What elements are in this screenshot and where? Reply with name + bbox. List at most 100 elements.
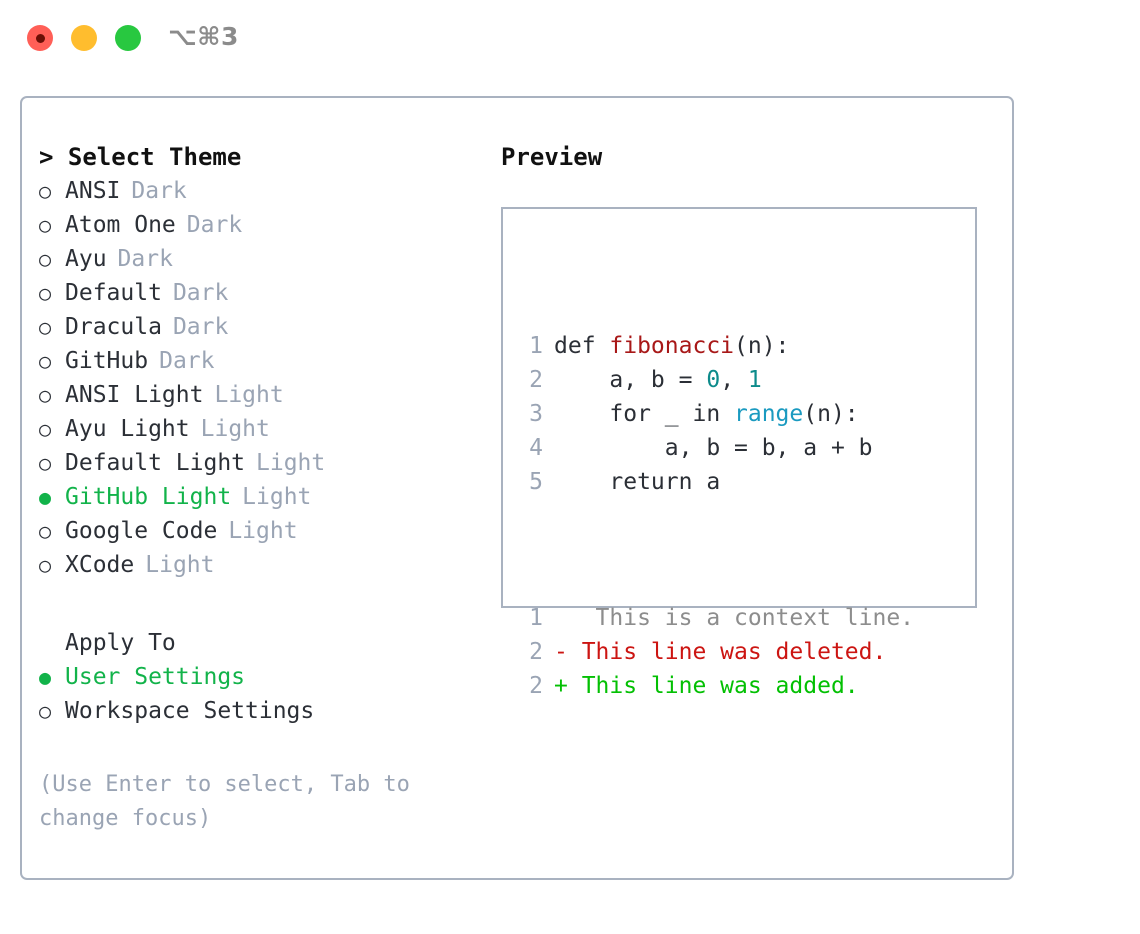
radio-unselected-icon: ○	[39, 247, 52, 271]
token-num: 0	[706, 367, 721, 393]
radio-unselected-icon: ○	[39, 451, 52, 475]
radio-unselected-icon: ○	[39, 383, 52, 407]
option-tag: Light	[256, 450, 326, 476]
option-label: XCode	[65, 552, 135, 578]
option-tag: Light	[214, 382, 284, 408]
diff-line-deleted: 2 - This line was deleted.	[517, 635, 914, 669]
apply-to-option-list[interactable]: ● User Settings ○Workspace Settings	[39, 660, 489, 728]
option-label: Ayu	[65, 246, 107, 272]
theme-option-0[interactable]: ○ ANSI Dark	[39, 174, 489, 208]
option-label: Google Code	[65, 518, 218, 544]
theme-option-11[interactable]: ○ XCode Light	[39, 548, 489, 582]
token-plain: def	[554, 333, 610, 359]
token-plain: return a	[554, 469, 721, 495]
diff-lines: 1 This is a context line. 2 - This line wa…	[517, 601, 914, 703]
code-text: a, b = b, a + b	[554, 431, 873, 465]
radio-unselected-icon: ○	[39, 281, 52, 305]
line-number: 2	[529, 673, 543, 699]
title-bar: ⌥⌘3	[0, 0, 1140, 78]
minimize-button[interactable]	[71, 25, 97, 51]
line-number: 1	[529, 605, 543, 631]
token-plain: a, b = b, a + b	[554, 435, 873, 461]
code-text: return a	[554, 465, 720, 499]
theme-option-1[interactable]: ○ Atom One Dark	[39, 208, 489, 242]
option-tag: Light	[145, 552, 215, 578]
radio-unselected-icon: ○	[39, 349, 52, 373]
code-text: for _ in range(n):	[554, 397, 859, 431]
preview-heading: Preview	[501, 143, 603, 171]
diff-text: + This line was added.	[554, 673, 859, 699]
keyboard-shortcut-label: ⌥⌘3	[168, 22, 239, 51]
radio-unselected-icon: ○	[39, 519, 52, 543]
option-label: Atom One	[65, 212, 176, 238]
line-number: 4	[529, 435, 543, 461]
option-tag: Dark	[159, 348, 215, 374]
apply-to-heading: Apply To	[65, 630, 176, 656]
token-num: 1	[747, 367, 762, 393]
option-label: User Settings	[65, 664, 246, 690]
option-tag: Dark	[186, 212, 243, 238]
option-label: Dracula	[65, 314, 162, 340]
line-number: 3	[529, 401, 543, 427]
diff-text: - This line was deleted.	[554, 639, 887, 665]
line-number: 5	[529, 469, 543, 495]
apply-to-option-0[interactable]: ● User Settings	[39, 660, 489, 694]
option-tag: Dark	[172, 314, 229, 340]
code-text: a, b = 0, 1	[554, 363, 762, 397]
option-tag: Dark	[131, 178, 187, 204]
token-plain: ,	[720, 367, 748, 393]
line-number: 1	[529, 333, 543, 359]
diff-line-context: 1 This is a context line.	[517, 601, 914, 635]
keyboard-hint-text: (Use Enter to select, Tab to change focu…	[39, 772, 410, 831]
select-theme-heading: > Select Theme	[39, 143, 242, 171]
code-line: 3 for _ in range(n):	[517, 397, 914, 431]
theme-option-7[interactable]: ○ Ayu Light Light	[39, 412, 489, 446]
radio-selected-icon: ●	[39, 665, 52, 689]
apply-to-option-1[interactable]: ○Workspace Settings	[39, 694, 489, 728]
radio-unselected-icon: ○	[39, 179, 52, 203]
option-label: GitHub Light	[65, 484, 232, 510]
radio-unselected-icon: ○	[39, 213, 52, 237]
maximize-button[interactable]	[115, 25, 141, 51]
option-label: Default Light	[65, 450, 246, 476]
radio-unselected-icon: ○	[39, 553, 52, 577]
theme-option-9[interactable]: ● GitHub Light Light	[39, 480, 489, 514]
theme-option-10[interactable]: ○ Google Code Light	[39, 514, 489, 548]
diff-text: This is a context line.	[554, 605, 915, 631]
code-line: 5 return a	[517, 465, 914, 499]
radio-selected-icon: ●	[39, 485, 52, 509]
close-button[interactable]	[27, 25, 53, 51]
line-number: 2	[529, 639, 543, 665]
theme-option-4[interactable]: ○ Dracula Dark	[39, 310, 489, 344]
option-label: ANSI	[65, 178, 121, 204]
token-plain: a, b =	[554, 367, 707, 393]
option-tag: Light	[200, 416, 270, 442]
radio-unselected-icon: ○	[39, 699, 52, 723]
token-plain: (n):	[803, 401, 859, 427]
token-plain: (n):	[734, 333, 790, 359]
window-controls	[27, 25, 141, 51]
token-call: range	[734, 401, 804, 427]
theme-option-8[interactable]: ○ Default Light Light	[39, 446, 489, 480]
theme-option-6[interactable]: ○ ANSI Light Light	[39, 378, 489, 412]
radio-unselected-icon: ○	[39, 417, 52, 441]
option-tag: Light	[242, 484, 312, 510]
token-plain: for _ in	[554, 401, 735, 427]
option-label: ANSI Light	[65, 382, 204, 408]
option-tag: Light	[228, 518, 298, 544]
radio-unselected-icon: ○	[39, 315, 52, 339]
option-label: Ayu Light	[65, 416, 190, 442]
option-label: Default	[65, 280, 162, 306]
